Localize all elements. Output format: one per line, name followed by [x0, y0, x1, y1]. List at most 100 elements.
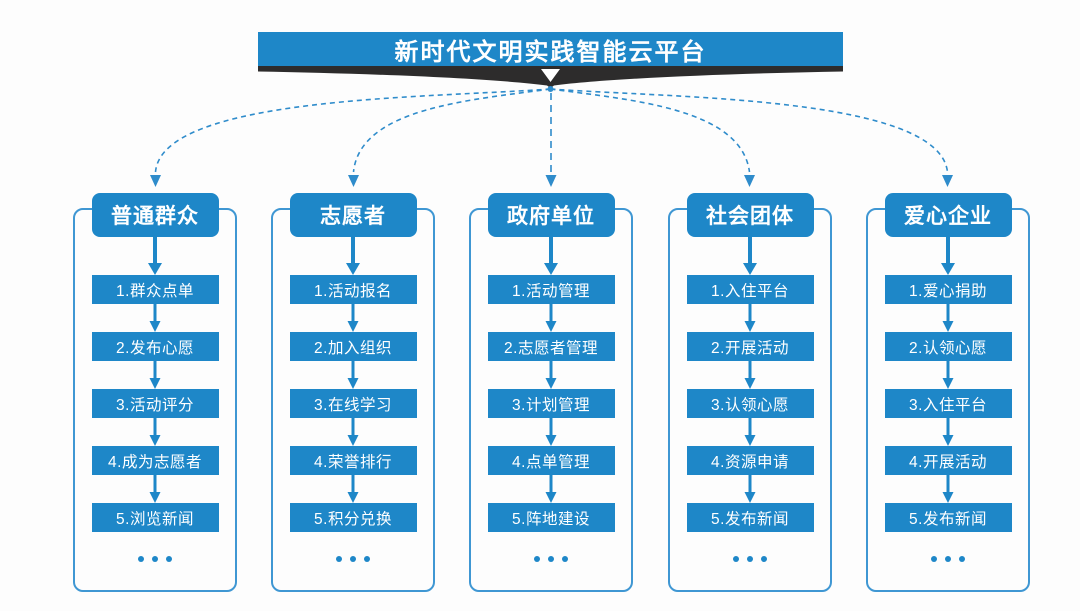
down-arrow-icon — [149, 304, 161, 332]
ellipsis-more — [138, 556, 172, 562]
ellipsis-more — [336, 556, 370, 562]
step-box: 3.认领心愿 — [686, 389, 814, 418]
platform-title: 新时代文明实践智能云平台 — [394, 38, 707, 66]
step-box: 4.成为志愿者 — [91, 446, 219, 475]
step-box: 1.入住平台 — [686, 275, 814, 304]
step-label: 5.浏览新闻 — [116, 510, 194, 528]
arrowhead-col1-icon — [150, 175, 161, 187]
step-label: 2.开展活动 — [711, 339, 789, 357]
step-label: 1.爱心捐助 — [909, 282, 987, 300]
step-label: 1.群众点单 — [116, 282, 194, 300]
column-header: 普通群众 — [91, 193, 219, 237]
down-arrow-icon — [942, 361, 954, 389]
down-arrow-icon — [744, 304, 756, 332]
step-box: 3.计划管理 — [487, 389, 615, 418]
connector-to-col1 — [154, 88, 551, 173]
step-box: 4.开展活动 — [884, 446, 1012, 475]
step-box: 5.浏览新闻 — [91, 503, 219, 532]
step-box: 2.加入组织 — [289, 332, 417, 361]
step-label: 4.资源申请 — [711, 453, 789, 471]
step-label: 5.发布新闻 — [909, 510, 987, 528]
step-box: 1.群众点单 — [91, 275, 219, 304]
step-box: 3.活动评分 — [91, 389, 219, 418]
down-arrow-icon — [346, 237, 360, 275]
arrowhead-col2-icon — [348, 175, 359, 187]
column-title: 政府单位 — [507, 205, 595, 228]
column-header: 政府单位 — [487, 193, 615, 237]
step-label: 4.成为志愿者 — [108, 453, 202, 471]
step-box: 2.发布心愿 — [91, 332, 219, 361]
down-arrow-icon — [941, 237, 955, 275]
down-arrow-icon — [942, 304, 954, 332]
column-government-units: 政府单位 1.活动管理 2.志愿者管理 3.计划管理 4.点单管理 5.阵地建设 — [469, 193, 633, 592]
step-label: 2.认领心愿 — [909, 339, 987, 357]
down-arrow-icon — [347, 418, 359, 446]
down-arrow-icon — [545, 418, 557, 446]
column-title: 爱心企业 — [904, 205, 992, 228]
step-box: 2.开展活动 — [686, 332, 814, 361]
arrowhead-col4-icon — [744, 175, 755, 187]
down-arrow-icon — [743, 237, 757, 275]
arrowhead-col3-icon — [545, 175, 557, 187]
column-title: 社会团体 — [706, 205, 794, 228]
ellipsis-more — [931, 556, 965, 562]
down-arrow-icon — [149, 418, 161, 446]
connector-to-col4 — [550, 88, 751, 173]
down-arrow-icon — [347, 475, 359, 503]
step-box: 4.点单管理 — [487, 446, 615, 475]
step-box: 1.活动管理 — [487, 275, 615, 304]
step-label: 5.阵地建设 — [512, 510, 590, 528]
step-box: 2.认领心愿 — [884, 332, 1012, 361]
step-label: 5.发布新闻 — [711, 510, 789, 528]
step-label: 3.计划管理 — [512, 396, 590, 414]
down-arrow-icon — [347, 361, 359, 389]
step-box: 5.阵地建设 — [487, 503, 615, 532]
step-label: 4.开展活动 — [909, 453, 987, 471]
down-arrow-icon — [545, 475, 557, 503]
step-box: 1.活动报名 — [289, 275, 417, 304]
down-arrow-icon — [545, 304, 557, 332]
step-box: 3.入住平台 — [884, 389, 1012, 418]
step-label: 2.加入组织 — [314, 339, 392, 357]
connector-to-col5 — [550, 88, 949, 173]
column-header: 爱心企业 — [884, 193, 1012, 237]
column-title: 志愿者 — [320, 205, 386, 228]
step-box: 5.发布新闻 — [686, 503, 814, 532]
down-arrow-icon — [545, 361, 557, 389]
down-arrow-icon — [149, 475, 161, 503]
column-header: 社会团体 — [686, 193, 814, 237]
down-arrow-icon — [148, 237, 162, 275]
ellipsis-more — [534, 556, 568, 562]
down-arrow-icon — [149, 361, 161, 389]
column-volunteers: 志愿者 1.活动报名 2.加入组织 3.在线学习 4.荣誉排行 5.积分兑换 — [271, 193, 435, 592]
step-box: 3.在线学习 — [289, 389, 417, 418]
banner-down-arrow-icon — [541, 69, 560, 82]
step-label: 2.志愿者管理 — [504, 339, 598, 357]
platform-banner: 新时代文明实践智能云平台 — [258, 32, 843, 66]
ellipsis-more — [733, 556, 767, 562]
column-caring-enterprises: 爱心企业 1.爱心捐助 2.认领心愿 3.入住平台 4.开展活动 5.发布新闻 — [866, 193, 1030, 592]
step-label: 5.积分兑换 — [314, 510, 392, 528]
step-box: 4.荣誉排行 — [289, 446, 417, 475]
down-arrow-icon — [942, 475, 954, 503]
step-label: 3.活动评分 — [116, 396, 194, 414]
column-ordinary-people: 普通群众 1.群众点单 2.发布心愿 3.活动评分 4.成为志愿者 5.浏览新闻 — [73, 193, 237, 592]
connector-to-col2 — [352, 88, 551, 173]
down-arrow-icon — [744, 475, 756, 503]
step-label: 1.活动管理 — [512, 282, 590, 300]
step-box: 5.积分兑换 — [289, 503, 417, 532]
down-arrow-icon — [347, 304, 359, 332]
down-arrow-icon — [744, 418, 756, 446]
down-arrow-icon — [544, 237, 558, 275]
step-box: 1.爱心捐助 — [884, 275, 1012, 304]
step-box: 4.资源申请 — [686, 446, 814, 475]
down-arrow-icon — [744, 361, 756, 389]
step-box: 2.志愿者管理 — [487, 332, 615, 361]
step-label: 2.发布心愿 — [116, 339, 194, 357]
step-label: 3.入住平台 — [909, 396, 987, 414]
step-label: 3.认领心愿 — [711, 396, 789, 414]
step-label: 3.在线学习 — [314, 396, 392, 414]
step-label: 1.活动报名 — [314, 282, 392, 300]
